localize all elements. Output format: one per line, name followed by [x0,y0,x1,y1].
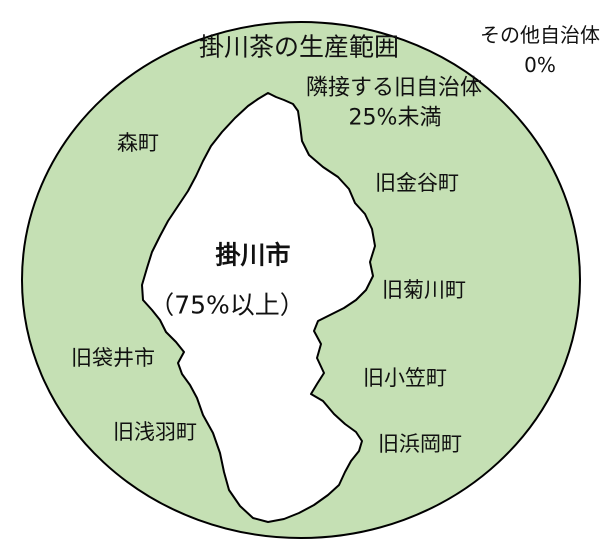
other-municipalities-label: その他自治体 [480,23,600,47]
neighbor-label-ogasa: 旧小笠町 [363,366,447,390]
center-city-share: （75%以上） [149,291,305,320]
center-city-name: 掛川市 [215,241,290,270]
neighbor-label-kikugawa: 旧菊川町 [382,278,466,302]
kakegawa-city-region [141,92,376,523]
neighbor-label-kanaya: 旧金谷町 [375,171,459,195]
diagram-title: 掛川茶の生産範囲 [199,33,399,62]
other-municipalities-share: 0% [524,53,556,77]
neighbor-label-mori: 森町 [117,131,159,155]
neighbor-label-hamaoka: 旧浜岡町 [378,432,462,456]
adjacent-municipalities-share: 25%未満 [349,106,442,131]
adjacent-municipalities-label: 隣接する旧自治体 [306,76,482,101]
neighbor-label-asaba: 旧浅羽町 [113,420,197,444]
neighbor-label-fukuroi: 旧袋井市 [71,346,155,370]
